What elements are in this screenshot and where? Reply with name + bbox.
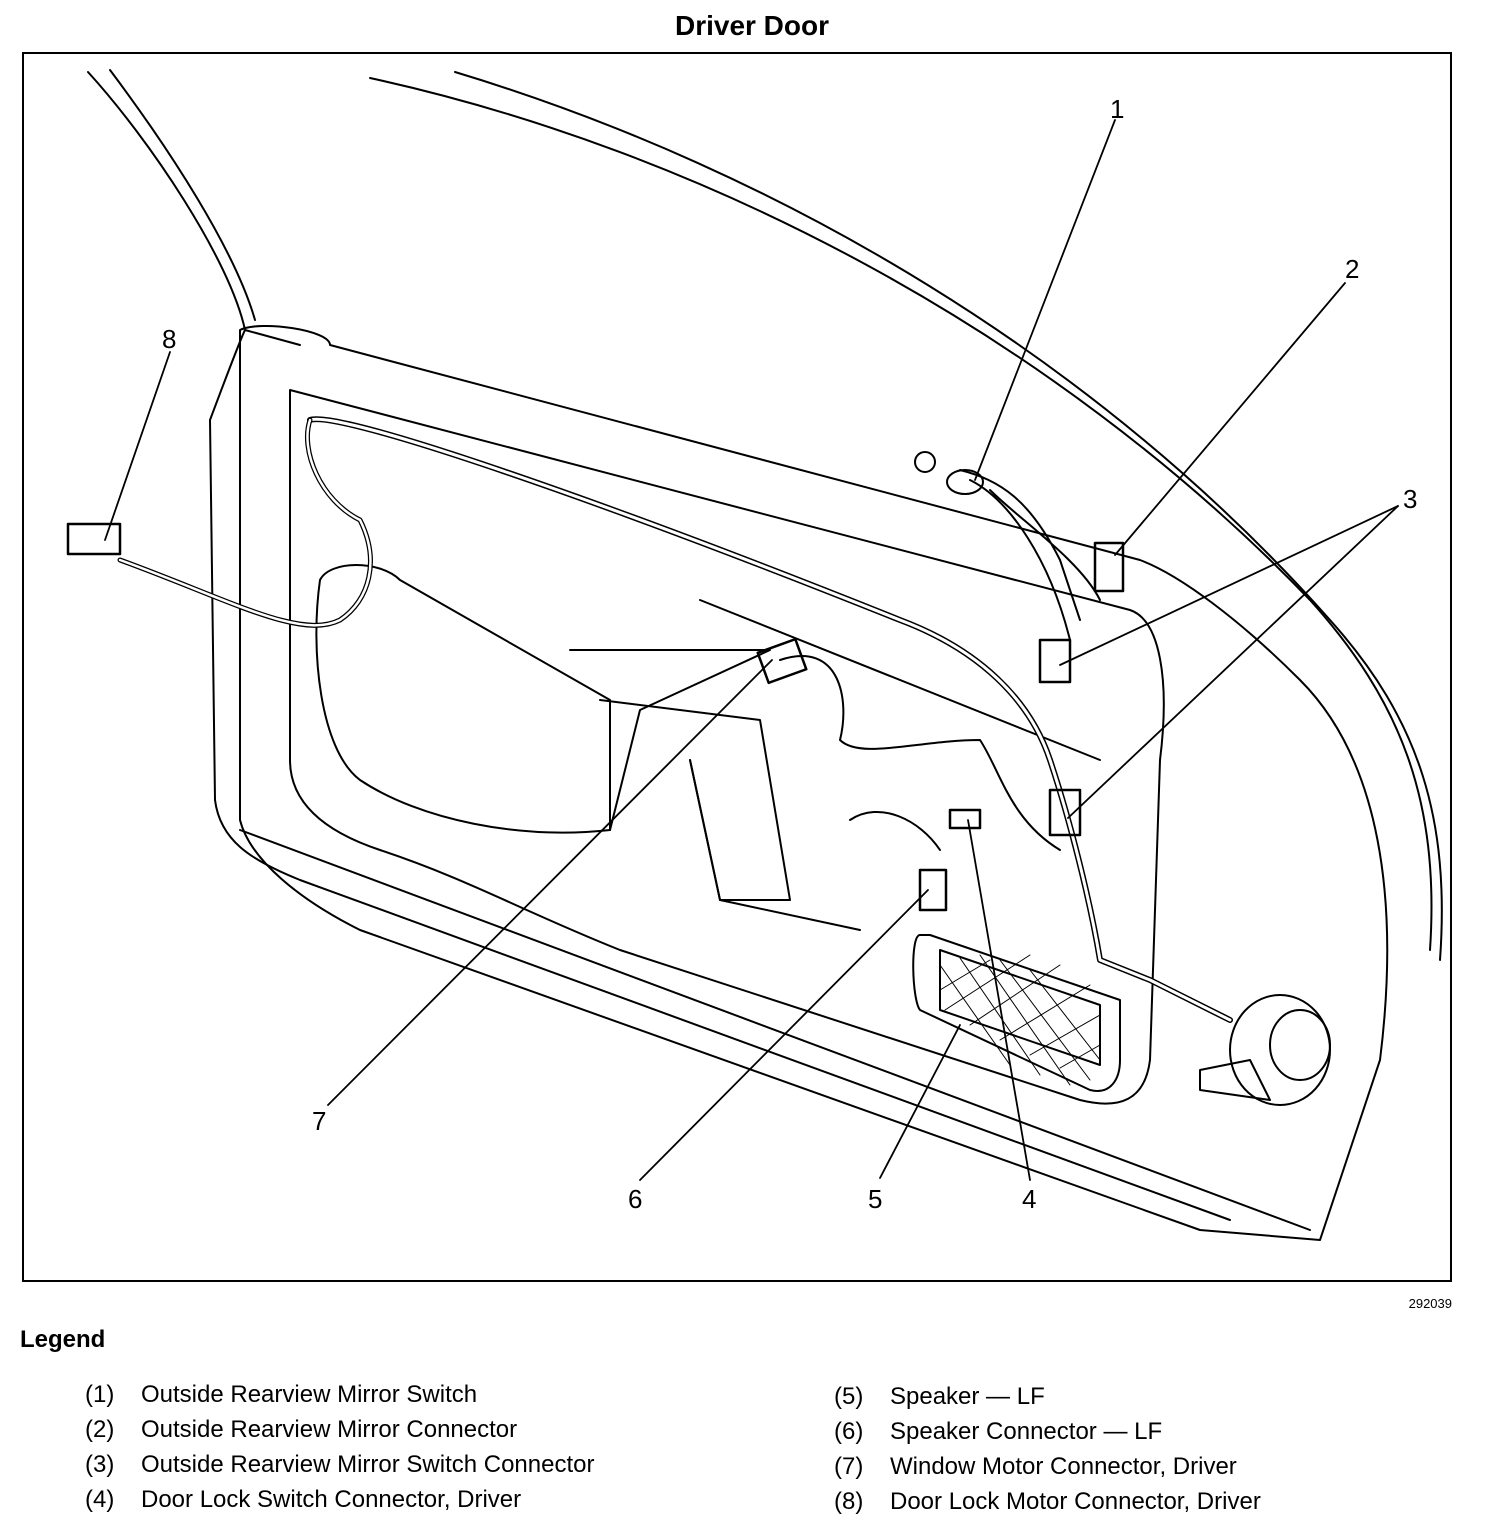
door-frame-outer-curve — [87, 71, 301, 346]
callout-3: 3 — [1403, 484, 1417, 514]
window-top-edge-1 — [369, 77, 1433, 951]
window-top-edge-2 — [454, 71, 1443, 961]
legend-item: (4) Door Lock Switch Connector, Driver — [85, 1482, 594, 1517]
diagram-title: Driver Door — [674, 10, 830, 41]
legend-column-right: (5) Speaker — LF (6) Speaker Connector — L… — [834, 1379, 1261, 1519]
legend-number: (6) — [834, 1418, 864, 1445]
legend-text: Door Lock Switch Connector, Driver — [141, 1486, 522, 1513]
callout-2: 2 — [1345, 254, 1359, 284]
legend-text: Speaker Connector — LF — [890, 1418, 1163, 1445]
regulator-bracket — [569, 649, 791, 901]
legend-item: (5) Speaker — LF — [834, 1379, 1261, 1414]
figure-frame — [22, 52, 1452, 1282]
speaker-lf — [912, 934, 1121, 1092]
connector-8-body — [66, 522, 122, 556]
leader-line-6 — [639, 889, 929, 1181]
leader-line-3a — [1059, 505, 1399, 666]
wiring-harness-branch — [117, 417, 373, 628]
mirror-switch-ring — [914, 451, 936, 473]
door-outline — [239, 324, 1389, 1241]
legend-item: (7) Window Motor Connector, Driver — [834, 1449, 1261, 1484]
regulator-rail — [689, 599, 1101, 931]
connector-3b-body — [1048, 788, 1082, 837]
connector-6-body — [918, 868, 948, 912]
legend-item: (1) Outside Rearview Mirror Switch — [85, 1377, 594, 1412]
legend-number: (3) — [85, 1451, 115, 1478]
door-inner-outline — [209, 329, 1231, 1221]
legend-title: Legend — [20, 1326, 106, 1353]
legend-text: Window Motor Connector, Driver — [890, 1453, 1237, 1480]
legend-number: (1) — [85, 1381, 115, 1408]
leader-line-7 — [327, 659, 773, 1106]
callout-8: 8 — [162, 324, 176, 354]
inner-panel — [289, 389, 1165, 1105]
legend-column-left: (1) Outside Rearview Mirror Switch (2) Out… — [85, 1377, 594, 1517]
legend-number: (8) — [834, 1488, 864, 1515]
leader-line-5 — [879, 1024, 961, 1179]
connector-4-body — [948, 808, 982, 830]
connector-3a-body — [1038, 638, 1072, 684]
callout-5: 5 — [868, 1184, 882, 1214]
leader-line-8 — [104, 351, 171, 541]
legend-number: (4) — [85, 1486, 115, 1513]
legend-text: Outside Rearview Mirror Switch — [141, 1381, 478, 1408]
legend-text: Outside Rearview Mirror Switch Connector — [141, 1451, 595, 1478]
leader-line-2 — [1114, 282, 1346, 556]
legend-number: (2) — [85, 1416, 115, 1443]
connector-2-body — [1093, 541, 1125, 593]
legend-number: (7) — [834, 1453, 864, 1480]
legend-item: (8) Door Lock Motor Connector, Driver — [834, 1484, 1261, 1519]
door-bottom-edge — [239, 829, 1311, 1231]
wiring-harness-branch-inner — [118, 418, 372, 627]
callout-4: 4 — [1022, 1184, 1036, 1214]
door-frame-inner-curve — [109, 69, 256, 321]
mirror-switch-knob — [946, 469, 984, 495]
leader-line-3b — [1067, 505, 1399, 819]
legend-item: (2) Outside Rearview Mirror Connector — [85, 1412, 594, 1447]
speaker-wires — [779, 655, 1061, 851]
legend-item: (6) Speaker Connector — LF — [834, 1414, 1261, 1449]
legend-number: (5) — [834, 1383, 864, 1410]
legend-text: Door Lock Motor Connector, Driver — [890, 1488, 1261, 1515]
mirror-switch-wires — [959, 469, 1101, 641]
figure-id: 292039 — [1408, 1296, 1452, 1311]
legend-text: Speaker — LF — [890, 1383, 1045, 1410]
callout-1: 1 — [1110, 94, 1124, 124]
wiring-harness-main-inner — [308, 417, 1232, 1022]
callout-6: 6 — [628, 1184, 642, 1214]
legend-item: (3) Outside Rearview Mirror Switch Connec… — [85, 1447, 594, 1482]
legend-text: Outside Rearview Mirror Connector — [141, 1416, 518, 1443]
wiring-harness-main — [307, 416, 1233, 1023]
leader-line-1 — [974, 119, 1116, 481]
door-hinge — [1199, 994, 1331, 1106]
connector-7-body — [756, 637, 808, 685]
access-hole — [315, 564, 611, 834]
leader-line-4 — [967, 819, 1031, 1181]
callout-7: 7 — [312, 1106, 326, 1136]
